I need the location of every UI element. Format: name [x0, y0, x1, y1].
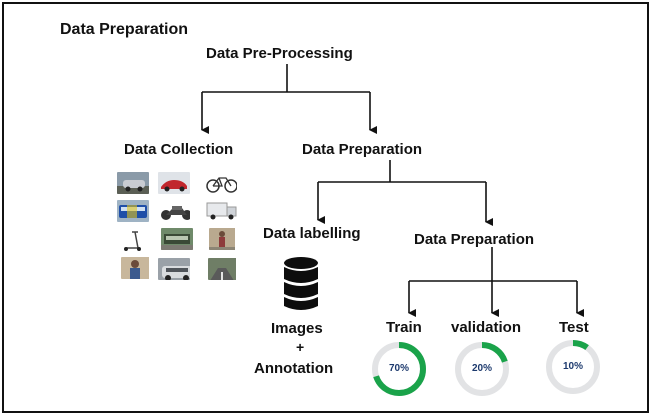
- donut-test: 10%: [544, 338, 602, 396]
- plus-sign: +: [296, 339, 305, 355]
- database-icon: [284, 257, 318, 310]
- donut-fill-arc: [372, 342, 426, 396]
- donut-fill-arc: [546, 340, 600, 394]
- suv-icon: [158, 258, 190, 280]
- node-data-pre-processing: Data Pre-Processing: [206, 45, 353, 62]
- bus-stop-icon: [161, 228, 193, 250]
- annotation-label: Annotation: [254, 360, 334, 377]
- images-label: Images: [271, 320, 323, 337]
- node-data-labelling: Data labelling: [263, 225, 361, 242]
- sports-car-icon: [158, 172, 190, 194]
- donut-validation: 20%: [453, 340, 511, 398]
- pedestrian-icon: [209, 228, 241, 250]
- donut-fill-arc: [455, 342, 509, 396]
- node-data-preparation: Data Preparation: [302, 141, 423, 158]
- page-title: Data Preparation: [60, 21, 189, 38]
- donut-validation-percent: 20%: [471, 363, 492, 374]
- motorcycle-icon: [158, 200, 190, 222]
- node-data-preparation-split: Data Preparation: [414, 231, 535, 248]
- bus-icon: [117, 200, 149, 222]
- split-label-validation: validation: [451, 319, 522, 336]
- donut-test-percent: 10%: [562, 361, 583, 372]
- truck-icon: [205, 198, 237, 220]
- person-icon: [121, 257, 153, 279]
- scooter-icon: [120, 229, 152, 251]
- bicycle-icon: [205, 172, 237, 194]
- donut-train-percent: 70%: [388, 363, 409, 374]
- road-icon: [208, 258, 240, 280]
- split-label-test: Test: [559, 319, 589, 336]
- split-label-train: Train: [386, 319, 422, 336]
- car-icon: [117, 172, 149, 194]
- diagram-frame: [2, 2, 649, 413]
- donut-train: 70%: [370, 340, 428, 398]
- node-data-collection: Data Collection: [124, 141, 234, 158]
